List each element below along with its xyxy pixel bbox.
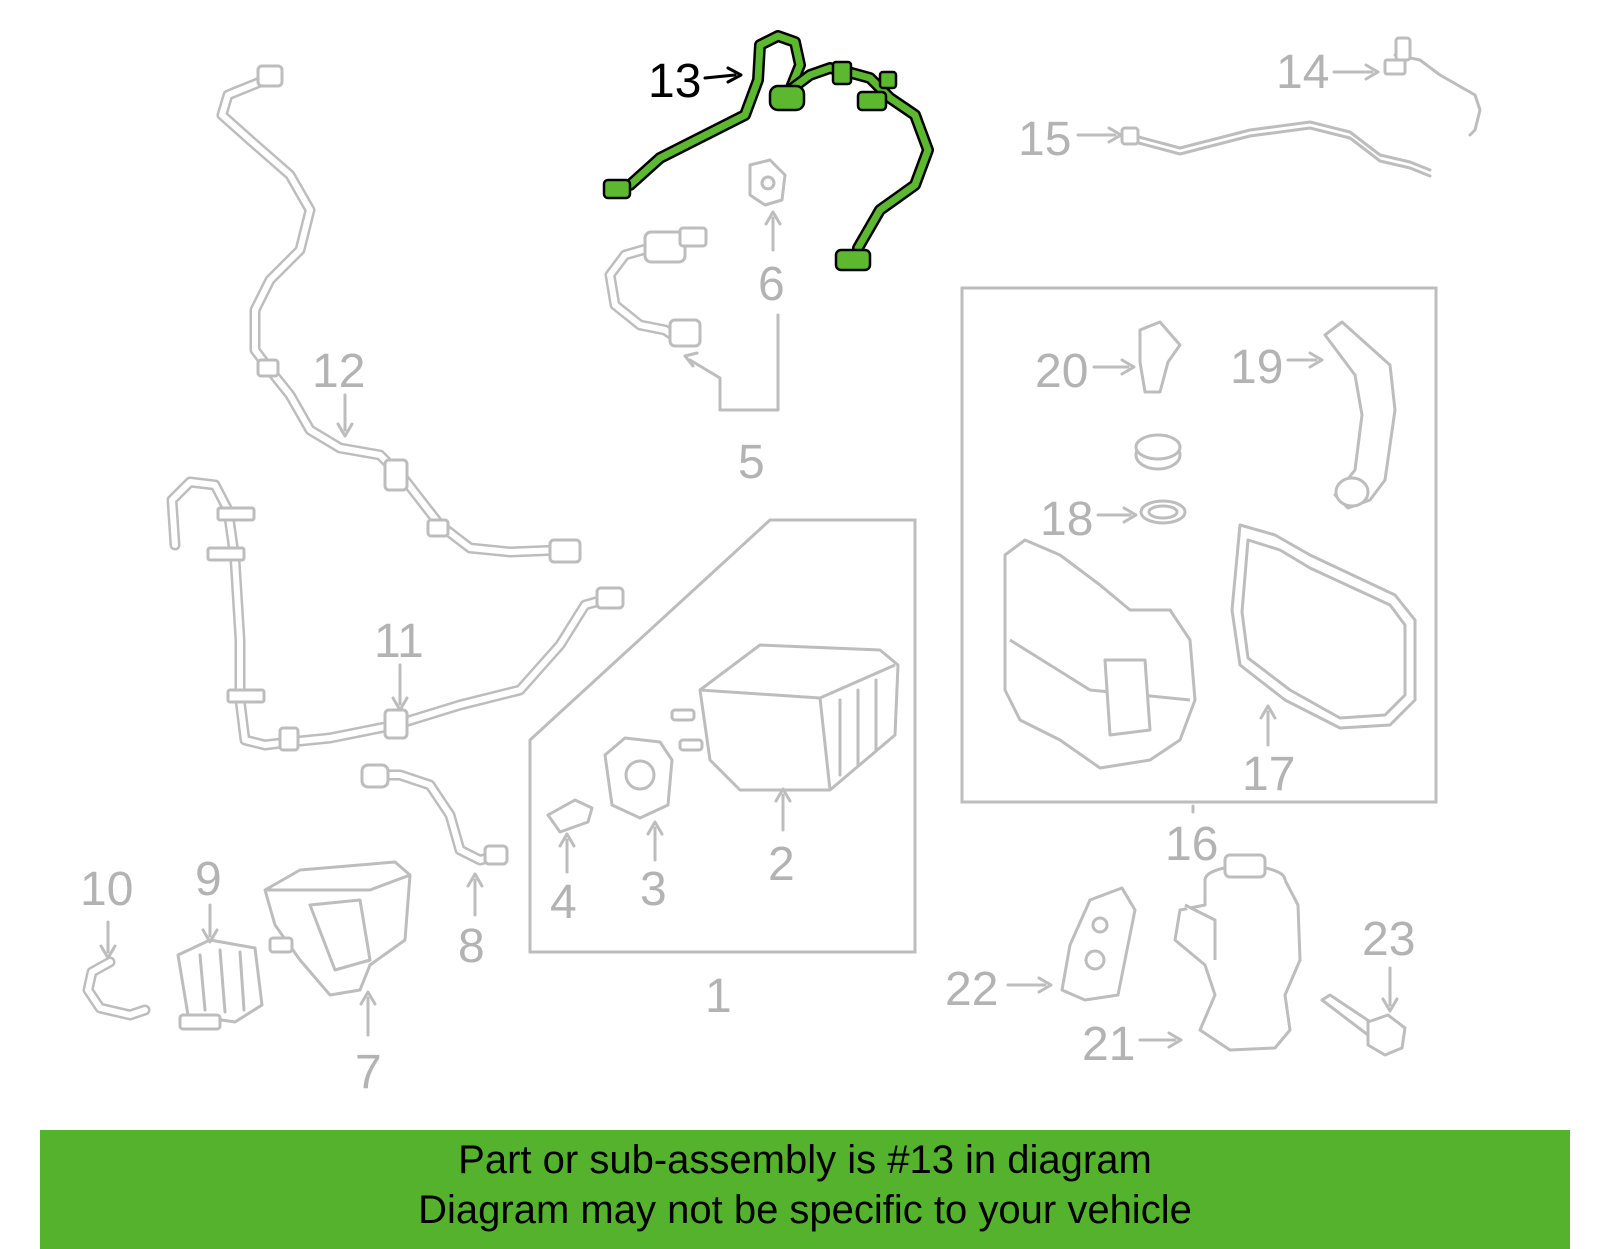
- callout-6: 6: [758, 258, 785, 311]
- part-grommet[interactable]: [1134, 433, 1182, 471]
- part-10-hose[interactable]: [82, 956, 151, 1021]
- part-7-valve[interactable]: [263, 860, 412, 997]
- callout-22: 22: [945, 963, 998, 1016]
- callout-13: 13: [648, 55, 701, 108]
- callout-11: 11: [374, 615, 424, 668]
- part-2-canister[interactable]: [670, 643, 900, 792]
- callout-2: 2: [768, 838, 795, 891]
- callout-21: 21: [1082, 1018, 1135, 1071]
- leader-13: [703, 73, 737, 80]
- part-23-bolt[interactable]: [1320, 993, 1407, 1057]
- callout-7: 7: [355, 1046, 382, 1099]
- part-19-hose[interactable]: [1323, 320, 1397, 510]
- parts-diagram: 12 11 13 14: [80, 30, 1482, 1099]
- callout-14: 14: [1276, 46, 1329, 99]
- part-11-hose[interactable]: [166, 476, 625, 752]
- callout-16: 16: [1165, 818, 1218, 871]
- part-21-valve[interactable]: [1173, 853, 1302, 1052]
- part-17-gasket[interactable]: [1230, 523, 1417, 730]
- info-banner: Part or sub-assembly is #13 in diagram D…: [40, 1130, 1570, 1249]
- callout-9: 9: [195, 853, 222, 906]
- part-16-reservoir[interactable]: [1003, 538, 1197, 770]
- callout-4: 4: [550, 876, 577, 929]
- part-12-hose[interactable]: [216, 64, 582, 564]
- callout-1: 1: [705, 970, 732, 1023]
- group-16-box: [960, 286, 1438, 804]
- callout-17: 17: [1242, 748, 1295, 801]
- callout-8: 8: [458, 920, 485, 973]
- callout-10: 10: [80, 863, 133, 916]
- part-4-fitting[interactable]: [546, 798, 594, 834]
- part-6-bracket[interactable]: [748, 158, 787, 207]
- callout-15: 15: [1018, 113, 1071, 166]
- part-3-filter[interactable]: [603, 736, 674, 820]
- banner-line-1: Part or sub-assembly is #13 in diagram: [458, 1138, 1152, 1182]
- callout-12: 12: [312, 345, 365, 398]
- callout-20: 20: [1035, 345, 1088, 398]
- callout-3: 3: [640, 863, 667, 916]
- leader-5: [688, 313, 780, 412]
- part-5-valve-hose[interactable]: [604, 226, 708, 348]
- part-20-fitting[interactable]: [1138, 320, 1182, 394]
- part-15-line[interactable]: [1120, 120, 1432, 178]
- part-22-gasket[interactable]: [1060, 886, 1137, 1002]
- group-1-box: [528, 518, 917, 954]
- part-8-hose[interactable]: [360, 763, 509, 866]
- callout-23: 23: [1362, 913, 1415, 966]
- part-14-line[interactable]: [1383, 36, 1482, 137]
- part-13-hose-highlighted[interactable]: [602, 30, 934, 272]
- banner-line-2: Diagram may not be specific to your vehi…: [418, 1188, 1192, 1232]
- callout-5: 5: [738, 436, 765, 489]
- part-9-connector[interactable]: [176, 938, 264, 1031]
- callout-18: 18: [1040, 493, 1093, 546]
- part-18-oring[interactable]: [1139, 499, 1187, 525]
- callout-19: 19: [1230, 341, 1283, 394]
